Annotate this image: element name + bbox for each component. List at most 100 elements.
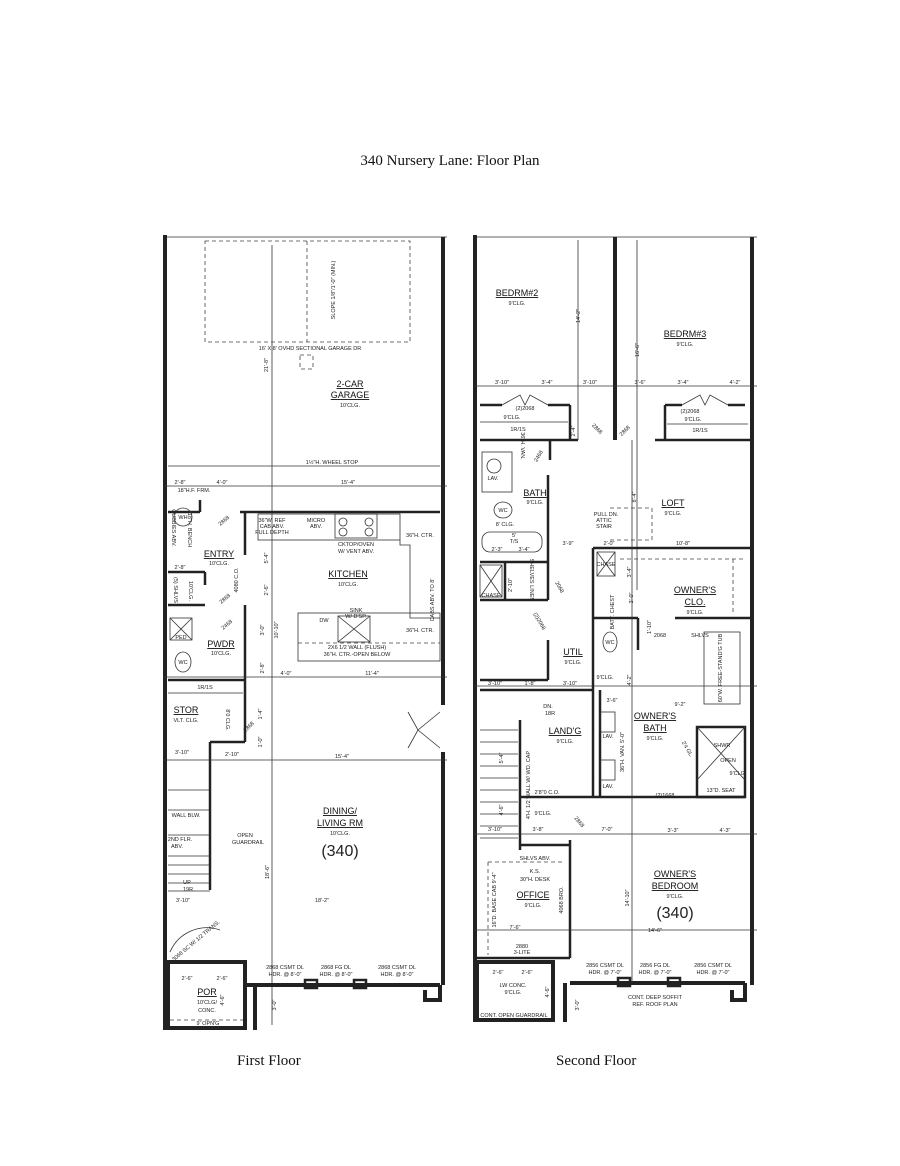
ceiling-label: 10'CLG. (340, 403, 360, 409)
note: WC (498, 508, 507, 514)
dimension: 4'-2" (627, 674, 633, 685)
dimension: 3'-0" (272, 999, 278, 1010)
note: CABS ABV. TO 8' (430, 579, 436, 622)
note: SLOPE 1/8"/1'-0" (MIN.) (331, 260, 337, 319)
dimension: 2'-8" (175, 480, 186, 486)
window-label: HDR. @ 8'-0" (380, 972, 413, 978)
note: OPEN (720, 758, 736, 764)
dimension: 3'-6" (607, 698, 618, 704)
note: CAB ABV. (260, 524, 285, 530)
ceiling-label: 9'CLG. (597, 675, 614, 681)
note: MICRO (307, 518, 326, 524)
room-label-garage: GARAGE (331, 390, 370, 400)
door-label: 2068 (654, 633, 666, 639)
dimension: 4'-2" (730, 380, 741, 386)
ceiling-label: 10'CLG. (211, 651, 231, 657)
unit-number: (340) (321, 843, 358, 860)
room-label-living: LIVING RM (317, 818, 363, 828)
window-label: 2856 FG DL (640, 963, 670, 969)
dimension: 9'-2" (675, 702, 686, 708)
note: CONT. OPEN GUARDRAIL (480, 1013, 547, 1019)
door-label: 2880 (516, 944, 528, 950)
dimension: 3'-4" (519, 547, 530, 553)
ceiling-label: 9'CLG. (685, 417, 702, 423)
ceiling-label: 9'CLG. (677, 342, 694, 348)
note: 30"H. DESK (520, 877, 550, 883)
door-label: 3068 SC W/ 1/2 TRANS. (171, 919, 222, 963)
note: DN. (543, 704, 553, 710)
dimension: 1'-10" (647, 620, 653, 634)
note: LAV. (602, 784, 613, 790)
note: CONT. DEEP SOFFIT (628, 995, 683, 1001)
room-label-entry: ENTRY (204, 549, 234, 559)
note: 18"H. BENCH (186, 513, 192, 547)
dimension: 3'-9" (563, 541, 574, 547)
dimension: 16'-6" (635, 343, 641, 357)
unit-number: (340) (656, 905, 693, 922)
note: UP (183, 880, 191, 886)
second-floor-caption: Second Floor (556, 1053, 637, 1069)
note: K.S. (530, 869, 541, 875)
note: 36"W. REF (258, 518, 286, 524)
note: 1R/1S (197, 685, 213, 691)
ceiling-label: LW CONC. (499, 983, 527, 989)
note: FULL DEPTH (255, 530, 288, 536)
note: T/S (510, 539, 519, 545)
dimension: 2'-10" (508, 578, 514, 592)
dimension: 7'-6" (510, 925, 521, 931)
note: CHASE (597, 562, 616, 568)
room-label-loft: LOFT (661, 498, 685, 508)
dimension: 2'-6" (264, 584, 270, 595)
dimension: 4'-6" (545, 986, 551, 997)
window-label: 2856 CSMT DL (694, 963, 732, 969)
note: CKTOP/OVEN (338, 542, 374, 548)
note: 18R (545, 711, 555, 717)
room-label-porch: POR (197, 987, 217, 997)
note: WC (605, 640, 614, 646)
dimension: 2'-6" (217, 976, 228, 982)
note: 2ND FLR. (168, 837, 193, 843)
dimension: 18'-6" (265, 865, 271, 879)
dimension: 3'-10" (495, 380, 509, 386)
note: LAV. (487, 476, 498, 482)
dimension: 11'-4" (365, 671, 379, 677)
room-label-owners-closet: OWNER'S (674, 585, 716, 595)
dimension: 3'-4" (678, 380, 689, 386)
dimension: 4'-3" (720, 828, 731, 834)
room-label-owners-bath: OWNER'S (634, 711, 676, 721)
dimension: 10'-8" (676, 541, 690, 547)
dimension: 2'-10" (225, 752, 239, 758)
note: WH (178, 515, 187, 521)
dimension: 21'-8" (264, 358, 270, 372)
room-label-dining: DINING/ (323, 806, 358, 816)
room-label-garage: 2-CAR (336, 379, 364, 389)
note: WC (178, 660, 187, 666)
room-label-bedroom-3: BEDRM#3 (664, 329, 707, 339)
note: 18"H.F. FRM. (178, 488, 211, 494)
dimension: 10'-10" (274, 621, 280, 638)
dimension: 3'-0" (575, 999, 581, 1010)
dimension: 3'-10" (563, 681, 577, 687)
dimension: 15'-4" (335, 754, 349, 760)
ceiling-label: 9'CLG. (565, 660, 582, 666)
note: PULL DN. (594, 512, 619, 518)
note: 19R (183, 887, 193, 893)
note: 36"H. VAN. 5'-0" (620, 732, 626, 772)
first-floor-labels: 2-CAR GARAGE 10'CLG. ENTRY 10'CLG. KITCH… (168, 260, 436, 1027)
dimension: 8'-4" (632, 491, 638, 502)
note: 2'8"0 C.O. (534, 790, 559, 796)
note: 36"H. CTR. (406, 628, 434, 634)
note: DW (319, 618, 329, 624)
dimension: 2'-6" (522, 970, 533, 976)
note: OPEN (237, 833, 253, 839)
note: 1R/1S (692, 428, 708, 434)
window-label: HDR. @ 8'-0" (319, 972, 352, 978)
window-label: 2856 CSMT DL (586, 963, 624, 969)
door-label: 2868 (590, 423, 603, 436)
note: W/ VENT ABV. (338, 549, 375, 555)
room-label-landing: LAND'G (549, 726, 582, 736)
room-label-utility: UTIL (563, 647, 583, 657)
door-label: 3-LITE (514, 950, 531, 956)
note: REF. ROOF PLAN (632, 1002, 677, 1008)
